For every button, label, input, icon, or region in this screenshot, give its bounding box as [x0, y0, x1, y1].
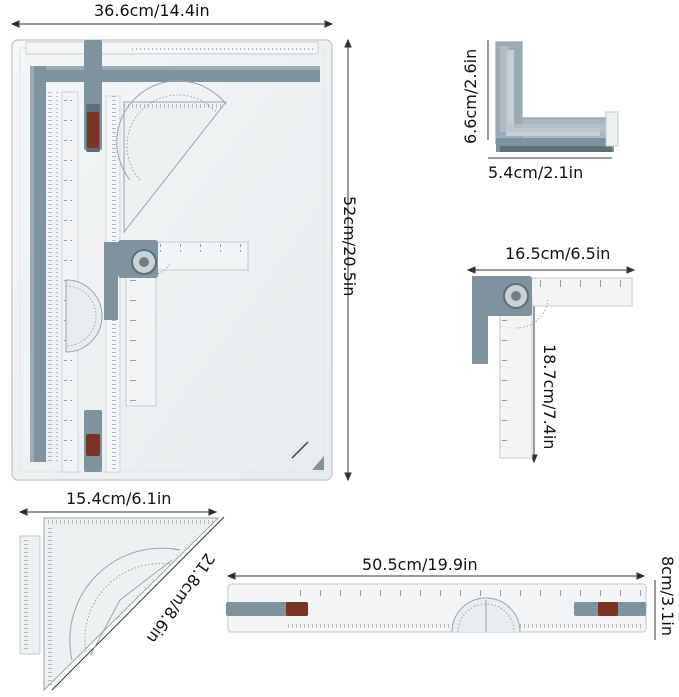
- corner-clip: [495, 41, 619, 152]
- ruler-length-label: 50.5cm/19.9in: [362, 555, 478, 574]
- adjustable-square: [472, 276, 633, 459]
- triangle-width-label: 15.4cm/6.1in: [66, 489, 172, 508]
- board-height-label: 52cm/20.5in: [340, 196, 359, 297]
- corner-width-label: 5.4cm/2.1in: [488, 163, 584, 182]
- square-height-label: 18.7cm/7.4in: [540, 344, 559, 450]
- corner-height-label: 6.6cm/2.6in: [461, 48, 480, 144]
- square-width-label: 16.5cm/6.5in: [505, 244, 611, 263]
- set-square-triangle: [19, 517, 220, 692]
- ruler-height-label: 8cm/3.1in: [658, 556, 677, 636]
- parallel-ruler: [226, 583, 647, 633]
- drawing-board: [11, 39, 333, 481]
- dimension-arrows: [10, 20, 656, 691]
- board-width-label: 36.6cm/14.4in: [94, 1, 210, 20]
